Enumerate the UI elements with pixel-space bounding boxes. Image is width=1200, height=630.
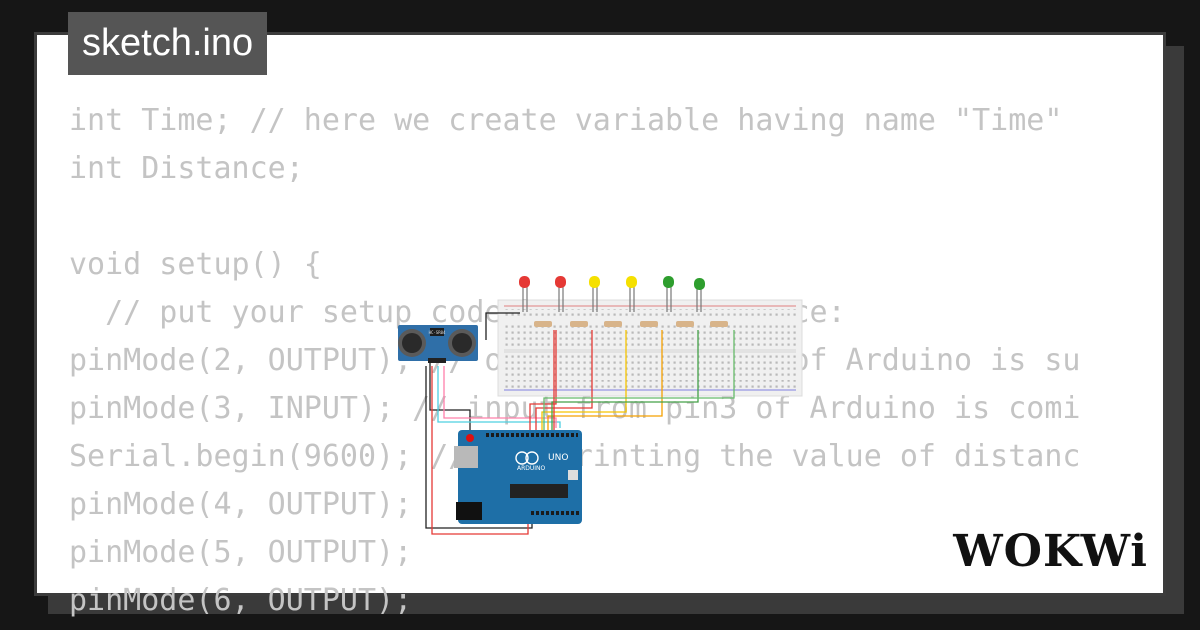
code-line: pinMode(5, OUTPUT); <box>69 535 413 570</box>
led-green-2[interactable] <box>694 278 705 290</box>
board-brand-label: ARDUINO <box>517 465 546 472</box>
arduino-uno-board[interactable]: UNO ARDUINO <box>454 430 582 524</box>
led-body <box>589 276 600 288</box>
led-yellow-1[interactable] <box>589 276 600 288</box>
breadboard <box>497 299 803 397</box>
code-line: int Distance; <box>69 151 304 186</box>
led-row <box>519 276 705 290</box>
led-body <box>519 276 530 288</box>
code-line: pinMode(4, OUTPUT); <box>69 487 413 522</box>
sensor-label: HC-SR04 <box>429 330 446 335</box>
file-tab[interactable]: sketch.ino <box>68 12 268 75</box>
led-yellow-2[interactable] <box>626 276 637 288</box>
led-legs <box>522 287 702 312</box>
led-body <box>694 278 705 290</box>
board-model-label: UNO <box>548 453 568 463</box>
led-green-1[interactable] <box>663 276 674 288</box>
led-body <box>626 276 637 288</box>
led-red-1[interactable] <box>519 276 530 288</box>
led-body <box>555 276 566 288</box>
ultrasonic-sensor[interactable]: HC-SR04 <box>398 325 478 363</box>
code-view: int Time; // here we create variable hav… <box>69 97 1133 625</box>
resistors <box>534 321 728 327</box>
wokwi-logo: WOKWi <box>953 526 1148 577</box>
code-line: void setup() { <box>69 247 322 282</box>
led-body <box>663 276 674 288</box>
led-red-2[interactable] <box>555 276 566 288</box>
code-line: pinMode(6, OUTPUT); <box>69 583 413 618</box>
code-line: int Time; // here we create variable hav… <box>69 103 1063 138</box>
